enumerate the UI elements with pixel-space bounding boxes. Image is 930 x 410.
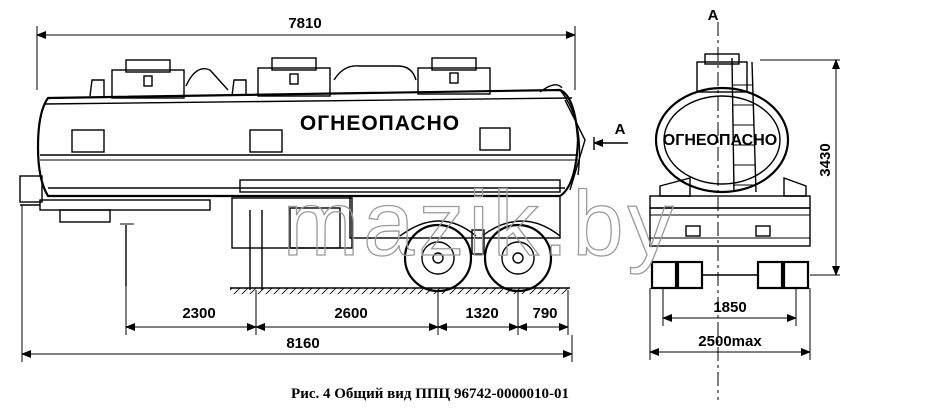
rear-width-label: 2500max [698,333,762,350]
chassis-frame [19,175,561,290]
figure-caption: Рис. 4 Общий вид ППЦ 96742-0000010-01 [291,386,569,402]
manhole-2 [257,57,331,97]
side-tank-label: ОГНЕОПАСНО [300,112,460,135]
manhole-3 [417,57,491,95]
rear-dimension-track: 1850 [662,288,797,326]
manhole-1 [111,59,185,99]
rear-wheels [650,260,810,290]
ground-hatch [230,288,570,294]
rear-dimension-width: 2500max [649,288,811,360]
dimension-chain: 2300 2600 1320 790 [125,286,569,335]
overall-length-bottom-label: 8160 [286,335,319,352]
tank-manholes [89,57,563,99]
dimension-overall-length-top: 7810 [36,15,576,90]
view-arrow-a: А [593,121,628,150]
dim-rear-overhang-label: 790 [532,305,557,322]
rear-view: А ОГНЕОПАСНО [649,7,840,400]
overall-length-top-label: 7810 [288,15,321,32]
dim-axle-spacing-label: 1320 [465,305,498,322]
rear-track-label: 1850 [713,299,746,316]
rear-tank [654,53,790,194]
axle-balancer [471,229,485,255]
rear-dimension-height: 3430 [760,59,840,276]
rear-tank-label: ОГНЕОПАСНО [663,132,777,149]
dimension-overall-length-bottom: 8160 [21,205,573,362]
rear-frame [649,177,811,247]
view-arrow-a-label: А [615,121,626,138]
side-view: 7810 [19,15,628,362]
watermark: mazik.by [283,173,678,275]
rear-view-marker: А [708,7,719,24]
rear-height-label: 3430 [817,143,834,176]
dim-kingpin-label: 2300 [182,305,215,322]
dim-wheelbase-label: 2600 [334,305,367,322]
